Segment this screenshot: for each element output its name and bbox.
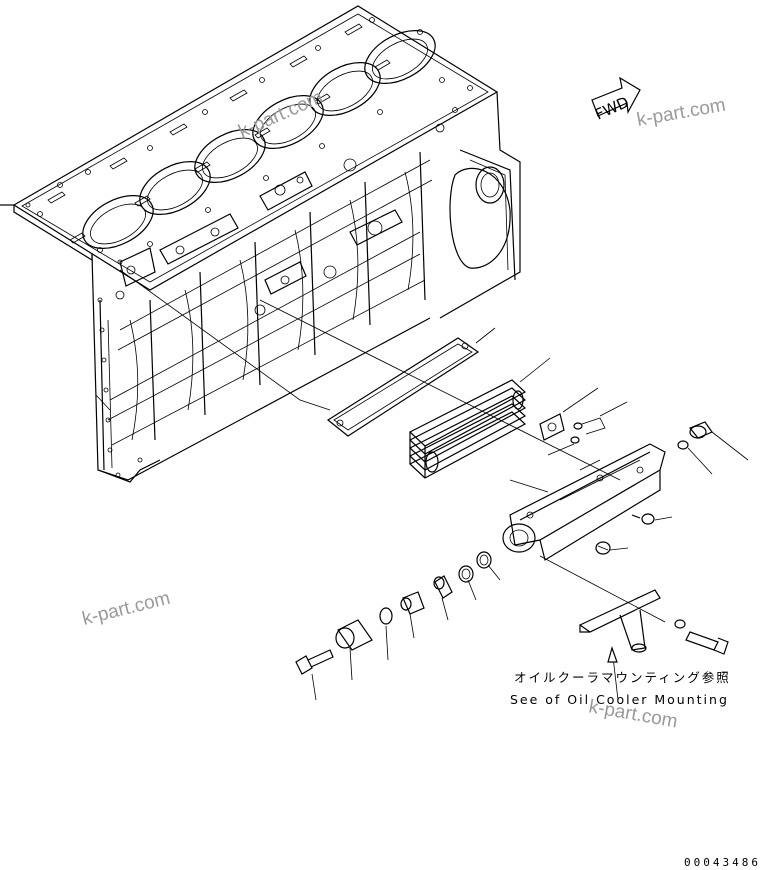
cylinder-bores [82,30,436,249]
valve-body [433,575,453,599]
oil-cooler-cover [502,443,666,561]
bracket-washer [674,619,686,629]
watermark: k-part.com [235,87,326,143]
drain-plug [689,421,713,439]
bracket-bolt [685,631,729,655]
cover-nut [595,541,611,555]
note-english: See of Oil Cooler Mounting [510,692,729,707]
pointer-arrow-icon [607,646,618,663]
cover-bolt [631,513,655,525]
cylinder-block [0,5,521,483]
valve-spring [400,591,425,615]
valve-snap-ring [476,551,492,569]
leader-lines [95,269,749,701]
mounting-bracket [578,589,661,653]
watermark: k-part.com [80,588,172,630]
drawing-number: 00043486 [684,856,761,869]
valve-o-ring [379,607,393,625]
oil-cooler-gasket [326,337,480,437]
valve-plug [335,619,373,651]
o-rings [570,417,606,444]
cooler-gasket-small [539,413,565,441]
note-japanese: オイルクーラマウンティング参照 [514,670,731,685]
valve-bolt [295,649,334,675]
valve-seat [458,565,474,583]
oil-cooler-element [408,379,527,479]
o-ring-plug [677,440,689,450]
watermark: k-part.com [635,95,727,131]
fwd-arrow-icon: FWD [591,76,641,124]
